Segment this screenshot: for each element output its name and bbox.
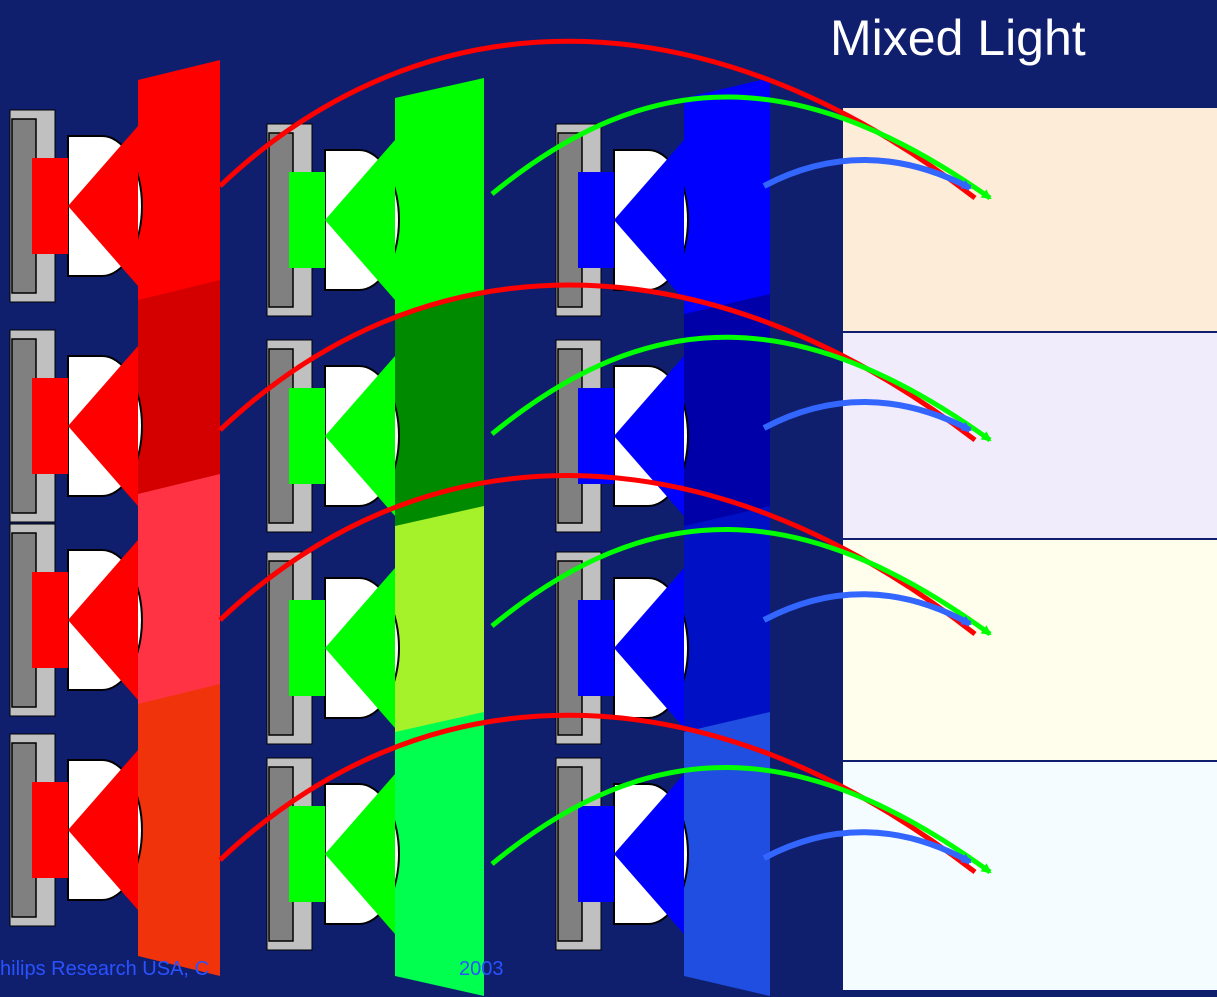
mixed-light-panel (843, 762, 1217, 990)
emission-triangle (325, 774, 395, 934)
emission-triangle (325, 140, 395, 300)
led-columns (9, 60, 770, 996)
blue-light-arrow (762, 591, 972, 627)
emission-triangle (68, 126, 138, 286)
emission-triangle (614, 140, 684, 300)
led-chip (289, 388, 325, 484)
mixed-light-panel (843, 333, 1217, 538)
light-arrows (218, 38, 992, 875)
led-chip (578, 388, 614, 484)
light-cone (395, 712, 484, 996)
led-emitter (266, 712, 484, 996)
green-light-arrow (490, 765, 992, 875)
light-cone (684, 712, 770, 996)
emission-triangle (68, 750, 138, 910)
light-cone (684, 78, 770, 362)
led-chip (289, 806, 325, 902)
blue-light-arrow (762, 829, 972, 865)
led-chip (289, 600, 325, 696)
footer-credit: hilips Research USA, C 2003 (0, 958, 503, 980)
led-chip (32, 378, 68, 474)
mixed-light-panel (843, 540, 1217, 760)
led-chip (32, 572, 68, 668)
led-emitter (266, 78, 484, 362)
light-cone (138, 60, 220, 352)
slide-title: Mixed Light (830, 10, 1086, 66)
led-chip (32, 782, 68, 878)
light-cone (395, 294, 484, 578)
green-light-arrow (490, 334, 992, 443)
emission-triangle (68, 346, 138, 506)
led-emitter (555, 294, 770, 578)
mixed-light-panels (843, 108, 1217, 990)
led-chip (578, 806, 614, 902)
led-chip (289, 172, 325, 268)
emission-triangle (614, 774, 684, 934)
light-cone (138, 684, 220, 976)
led-chip (578, 600, 614, 696)
red-light-arrow (218, 38, 977, 200)
led-chip (32, 158, 68, 254)
light-cone (395, 78, 484, 362)
emission-triangle (68, 540, 138, 700)
green-light-arrow (490, 527, 992, 637)
green-light-arrow (490, 94, 992, 201)
emission-triangle (614, 568, 684, 728)
emission-triangle (325, 568, 395, 728)
led-emitter (9, 60, 220, 352)
led-chip (578, 172, 614, 268)
led-emitter (9, 684, 220, 976)
emission-triangle (614, 356, 684, 516)
led-emitter (555, 78, 770, 362)
blue-light-arrow (762, 157, 972, 191)
led-emitter (555, 712, 770, 996)
footer-year: 2003 (458, 958, 504, 980)
emission-triangle (325, 356, 395, 516)
blue-light-arrow (762, 399, 972, 433)
footer-text: hilips Research USA, C (0, 958, 209, 980)
